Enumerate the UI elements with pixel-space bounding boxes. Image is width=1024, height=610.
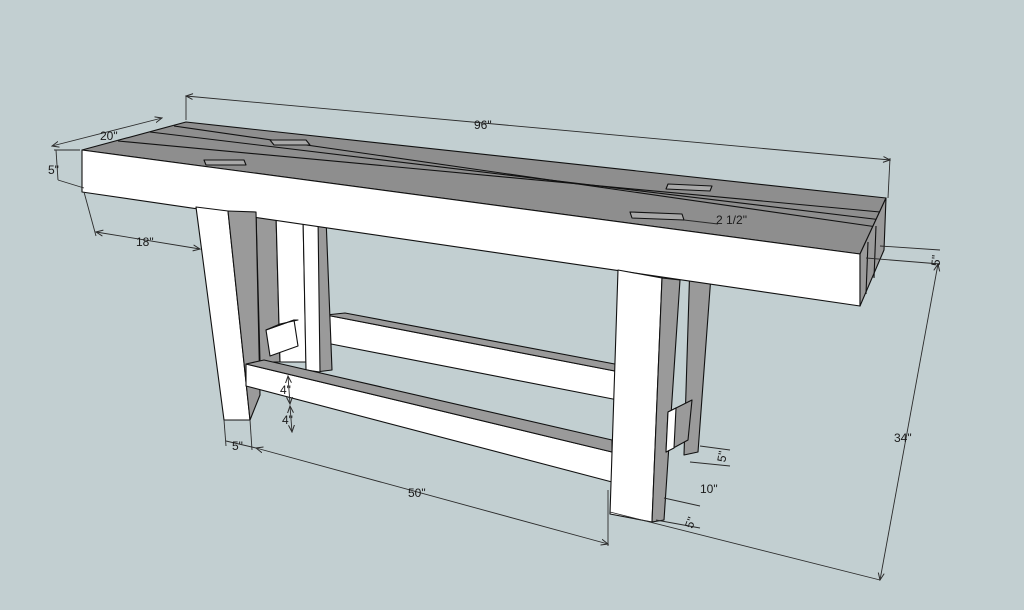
dim-foot-offset-label: 10" (700, 482, 718, 496)
dim-top-thickness-label: 5" (48, 163, 59, 177)
dim-foot-depth-label: 5" (714, 450, 730, 463)
front-left-leg (195, 206, 261, 421)
dim-leg-width-label: 5" (232, 439, 243, 453)
dim-end-thickness-label: 5" (929, 254, 944, 266)
right-foot-stretcher (665, 399, 693, 453)
dim-stretcher-length-label: 50" (408, 486, 426, 500)
dim-height-label: 34" (894, 431, 912, 445)
dim-groove-label: 2 1/2" (716, 213, 747, 227)
dimension-labels: 96" 20" 5" 18" 5" 34" 50" 5" 4" 4" 5" 10… (48, 118, 943, 530)
dim-stretcher-gap-label: 4" (280, 383, 291, 397)
dim-width-label: 20" (100, 129, 118, 143)
dim-leg-spread-label: 18" (136, 235, 154, 249)
dimension-lines (52, 96, 940, 580)
dim-leg-side-label: 5" (682, 515, 699, 530)
left-short-stretcher (265, 319, 299, 357)
inner-back-left-leg (302, 215, 333, 373)
dim-stretcher-height-label: 4" (282, 413, 293, 427)
front-right-leg (609, 269, 681, 523)
dim-length-label: 96" (474, 118, 492, 132)
